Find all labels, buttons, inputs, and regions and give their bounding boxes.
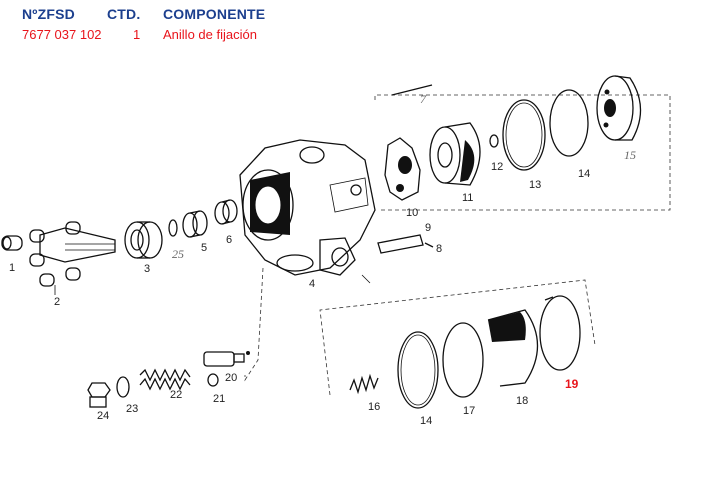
header-part-number: NºZFSD <box>22 6 75 22</box>
part-4-pump-housing <box>239 139 376 284</box>
label-18: 18 <box>516 395 528 407</box>
part-labels: 1 2 3 4 5 6 7 8 9 10 11 12 13 14 15 14 1… <box>9 92 636 427</box>
part-17-ring <box>442 322 484 398</box>
part-1-bushing <box>1 235 23 251</box>
label-16: 16 <box>368 401 380 413</box>
quantity-value: 1 <box>133 27 141 42</box>
label-15: 15 <box>624 148 636 162</box>
header-component: COMPONENTE <box>163 6 266 22</box>
label-10: 10 <box>406 207 418 219</box>
part-14-ring <box>549 89 589 157</box>
label-14-upper: 14 <box>578 168 590 180</box>
part-13-ring <box>502 99 546 171</box>
part-21-washer <box>207 373 219 387</box>
part-3-bearing <box>124 221 163 259</box>
part-2-spider-shaft <box>29 221 116 295</box>
label-14-lower: 14 <box>420 415 432 427</box>
label-11: 11 <box>462 192 473 204</box>
label-19-highlighted: 19 <box>565 377 579 391</box>
part-6-bushing <box>214 199 238 225</box>
label-7: 7 <box>420 92 427 106</box>
label-8: 8 <box>436 243 442 255</box>
part-16-spring <box>349 373 379 395</box>
label-24: 24 <box>97 410 109 422</box>
label-4: 4 <box>309 278 315 290</box>
part-10-cam <box>384 137 421 201</box>
label-20: 20 <box>225 372 237 384</box>
part-20-valve <box>203 351 250 367</box>
component-name-value: Anillo de fijación <box>163 27 257 42</box>
part-7-pin <box>391 84 433 96</box>
assembly-guide-lines <box>244 94 671 396</box>
label-12: 12 <box>491 161 503 173</box>
part-22-spring <box>139 368 191 391</box>
part-5-bushing <box>182 210 208 238</box>
label-13: 13 <box>529 179 541 191</box>
label-23: 23 <box>126 403 138 415</box>
label-21: 21 <box>213 393 225 405</box>
part-9-plate <box>377 234 424 254</box>
part-12-ring <box>489 134 499 148</box>
part-8-screw <box>424 242 434 248</box>
label-22: 22 <box>170 389 182 401</box>
label-6: 6 <box>226 234 232 246</box>
label-2: 2 <box>54 296 60 308</box>
label-25: 25 <box>172 247 184 261</box>
part-15-cover <box>596 75 642 141</box>
label-3: 3 <box>144 263 150 275</box>
header-quantity: CTD. <box>107 6 141 22</box>
part-number-value: 7677 037 102 <box>22 27 102 42</box>
label-1: 1 <box>9 262 15 274</box>
part-25-ring <box>168 219 178 237</box>
part-11-rotor <box>429 122 481 186</box>
label-17: 17 <box>463 405 475 417</box>
label-5: 5 <box>201 242 207 254</box>
part-23-ring <box>116 376 130 398</box>
part-14-lower-ring <box>397 331 439 409</box>
part-24-plug <box>87 382 111 408</box>
label-9: 9 <box>425 222 431 234</box>
part-18-shell <box>487 309 539 387</box>
part-19-retaining-ring <box>539 295 581 371</box>
